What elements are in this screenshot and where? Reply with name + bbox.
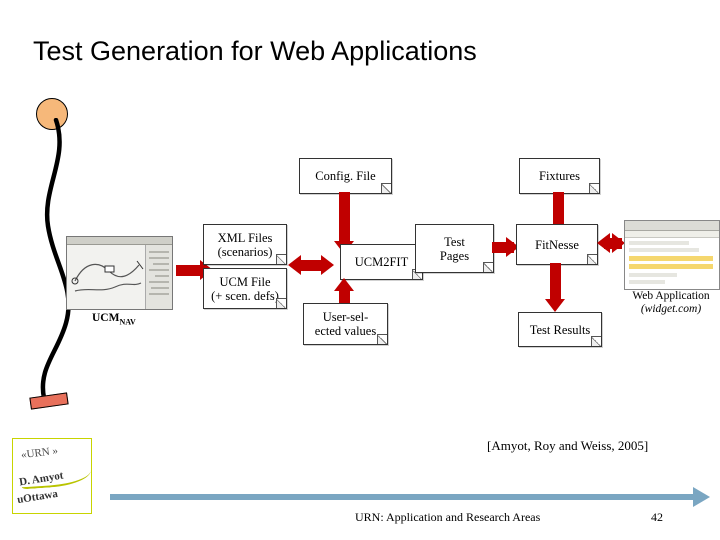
arrow-files-to-ucm2fit: [299, 260, 323, 271]
page-number: 42: [651, 510, 663, 524]
node-fixtures: Fixtures: [519, 158, 600, 194]
node-test-results-label: Test Results: [529, 322, 591, 337]
webapp-caption: Web Application (widget.com): [622, 290, 720, 316]
node-fitnesse-label: FitNesse: [535, 237, 579, 252]
arrowhead-fitnesse-to-webapp-right: [612, 233, 625, 253]
arrowhead-fitnesse-to-results: [545, 299, 565, 312]
node-test-pages-label: Test Pages: [439, 234, 470, 263]
person-body-shape: [40, 118, 71, 401]
webapp-screenshot-thumbnail: [624, 220, 720, 290]
node-fitnesse: FitNesse: [516, 224, 598, 265]
node-ucm-file: UCM File (+ scen. defs): [203, 268, 287, 309]
arrowhead-files-to-ucm2fit-left: [288, 255, 301, 275]
node-user-selected-values-label: User-sel- ected values: [314, 310, 377, 338]
footer-title: URN: Application and Research Areas: [355, 510, 541, 524]
node-ucm2fit-label: UCM2FIT: [354, 255, 409, 269]
arrow-fixtures-to-fitnesse: [553, 192, 564, 241]
node-ucm-file-label: UCM File (+ scen. defs): [211, 274, 279, 303]
arrow-uservalues-to-ucm2fit: [339, 291, 350, 303]
node-test-results: Test Results: [518, 312, 602, 347]
arrow-testpages-to-fitnesse: [492, 242, 514, 253]
node-test-pages: Test Pages: [415, 224, 494, 273]
ucmnav-screenshot-thumbnail: [66, 236, 173, 310]
arrow-ucmnav-to-files: [176, 265, 200, 276]
webapp-caption-line2: (widget.com): [640, 303, 702, 316]
page-title: Test Generation for Web Applications: [33, 36, 477, 66]
node-config-file: Config. File: [299, 158, 392, 194]
badge-line-urn: «URN »: [20, 444, 59, 462]
badge-line-institution: uOttawa: [16, 487, 59, 507]
arrow-fitnesse-to-results: [550, 263, 561, 299]
person-head-shape: [36, 98, 68, 130]
process-diagram: UCMNAV Config. File Fixtures XML Files (…: [0, 140, 720, 370]
node-xml-files-label: XML Files (scenarios): [217, 230, 273, 259]
node-config-file-label: Config. File: [315, 169, 376, 183]
arrowhead-files-to-ucm2fit-right: [321, 255, 334, 275]
node-xml-files: XML Files (scenarios): [203, 224, 287, 265]
footer-arrow-rule: [110, 487, 710, 507]
arrowhead-uservalues-to-ucm2fit: [334, 278, 354, 291]
webapp-caption-line1: Web Application: [632, 290, 710, 302]
arrowhead-fitnesse-to-webapp-left: [597, 233, 610, 253]
node-user-selected-values: User-sel- ected values: [303, 303, 388, 345]
node-fixtures-label: Fixtures: [539, 169, 580, 183]
citation-reference: [Amyot, Roy and Weiss, 2005]: [487, 438, 649, 453]
ucmnav-caption: UCMNAV: [92, 312, 136, 327]
arrow-config-to-ucm2fit: [339, 192, 350, 241]
arrowhead-testpages-to-fitnesse: [506, 237, 519, 257]
urn-badge: «URN » D. Amyot uOttawa: [12, 438, 92, 514]
node-ucm2fit: UCM2FIT: [340, 244, 423, 280]
